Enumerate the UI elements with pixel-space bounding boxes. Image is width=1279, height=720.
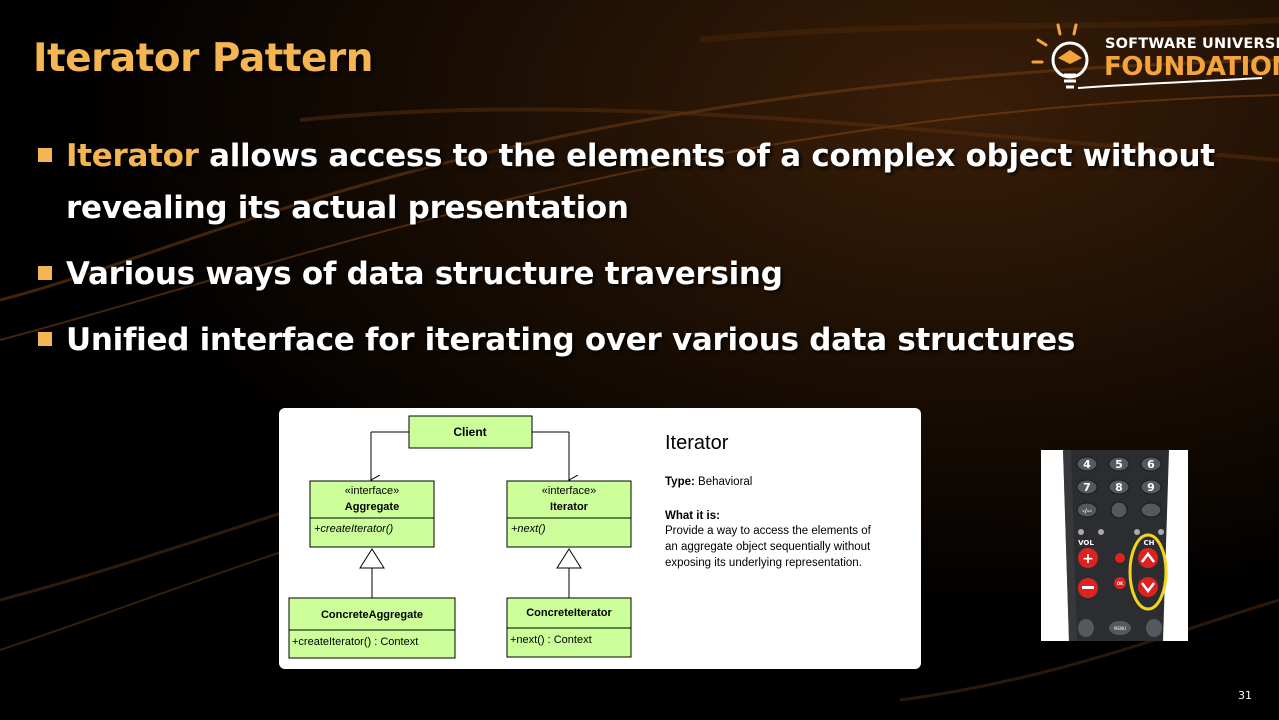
remote-key-label: 9: [1147, 481, 1155, 494]
ok-button: [1114, 577, 1126, 589]
bullet-text: Various ways of data structure traversin…: [66, 256, 783, 292]
svg-text:+: +: [1082, 551, 1094, 567]
aggregate-method: +createIterator(): [314, 523, 394, 535]
uml-class-iterator: «interface» Iterator +next(): [506, 480, 632, 548]
info-what-line-1: Provide a way to access the elements of: [665, 525, 872, 537]
vol-label: VOL: [1078, 539, 1094, 547]
client-label: Client: [453, 425, 486, 439]
ok-label: OK: [1117, 581, 1124, 586]
concrete-aggregate-name: ConcreteAggregate: [321, 609, 423, 621]
iterator-method: +next(): [511, 523, 546, 535]
info-title: Iterator: [665, 432, 729, 454]
inheritance-triangle: [359, 548, 385, 569]
uml-diagram: Client «interface» Aggregate +createIter…: [279, 408, 921, 669]
bullet-text: allows access to the elements of a compl…: [66, 138, 1215, 226]
remote-key: [1108, 456, 1130, 472]
remote-key: [1140, 479, 1162, 495]
remote-control-image: 4 5 6 7 8 9 -/-- VOL CH + OK MENU: [1041, 450, 1188, 641]
iterator-stereotype: «interface»: [542, 485, 596, 497]
info-type-value: Behavioral: [695, 476, 753, 488]
highlight-ellipse: [1128, 533, 1168, 611]
remote-key: [1076, 502, 1098, 518]
remote-key: [1140, 456, 1162, 472]
slide-title: Iterator Pattern: [33, 36, 374, 81]
mute-button: [1115, 553, 1125, 563]
bullet-item-3: Unified interface for iterating over var…: [36, 314, 1216, 366]
ch-label: CH: [1144, 539, 1155, 547]
bullet-item-2: Various ways of data structure traversin…: [36, 248, 1216, 300]
inheritance-triangle: [556, 548, 582, 569]
logo-text-software-university: SOFTWARE UNIVERSITY: [1105, 36, 1279, 52]
menu-label: MENU: [1114, 626, 1126, 631]
remote-key-label: 6: [1147, 458, 1155, 471]
ch-up-button: [1138, 548, 1158, 568]
remote-key: [1140, 502, 1162, 518]
remote-key-label: 5: [1115, 458, 1123, 471]
info-type: Type: Behavioral: [665, 476, 752, 488]
bullet-square-icon: [38, 266, 52, 280]
uml-class-concrete-aggregate: ConcreteAggregate +createIterator() : Co…: [288, 597, 456, 659]
remote-key: [1076, 479, 1098, 495]
concrete-iterator-name: ConcreteIterator: [526, 607, 612, 619]
remote-key-label: 7: [1083, 481, 1091, 494]
concrete-aggregate-method: +createIterator() : Context: [292, 636, 418, 648]
logo-text-foundation: FOUNDATION: [1104, 52, 1279, 82]
info-type-label: Type:: [665, 476, 695, 488]
info-what-label: What it is:: [665, 510, 720, 522]
remote-key: [1076, 456, 1098, 472]
remote-key-label: 8: [1115, 481, 1123, 494]
remote-key-label: 4: [1083, 458, 1091, 471]
aggregate-stereotype: «interface»: [345, 485, 399, 497]
concrete-iterator-method: +next() : Context: [510, 634, 592, 646]
info-what-line-2: an aggregate object sequentially without: [665, 541, 871, 553]
bullet-item-1: Iterator allows access to the elements o…: [36, 130, 1216, 234]
uml-class-client: Client: [408, 415, 533, 449]
ch-down-button: [1138, 577, 1158, 597]
bullet-square-icon: [38, 148, 52, 162]
lightbulb-graduate-icon: [1031, 23, 1263, 89]
remote-key-zero: [1110, 501, 1128, 519]
remote-key-label: -/--: [1082, 508, 1092, 515]
page-number: 31: [1238, 689, 1252, 702]
iterator-name: Iterator: [550, 501, 589, 513]
bullet-highlight: Iterator: [66, 138, 199, 174]
uml-class-concrete-iterator: ConcreteIterator +next() : Context: [506, 597, 632, 658]
aggregate-name: Aggregate: [345, 501, 399, 513]
vol-up-button: [1078, 548, 1098, 568]
uml-class-aggregate: «interface» Aggregate +createIterator(): [309, 480, 435, 548]
info-what-line-3: exposing its underlying representation.: [665, 557, 862, 569]
bullet-text: Unified interface for iterating over var…: [66, 322, 1076, 358]
bullet-square-icon: [38, 332, 52, 346]
remote-key: [1108, 479, 1130, 495]
bullet-list: Iterator allows access to the elements o…: [36, 130, 1216, 380]
